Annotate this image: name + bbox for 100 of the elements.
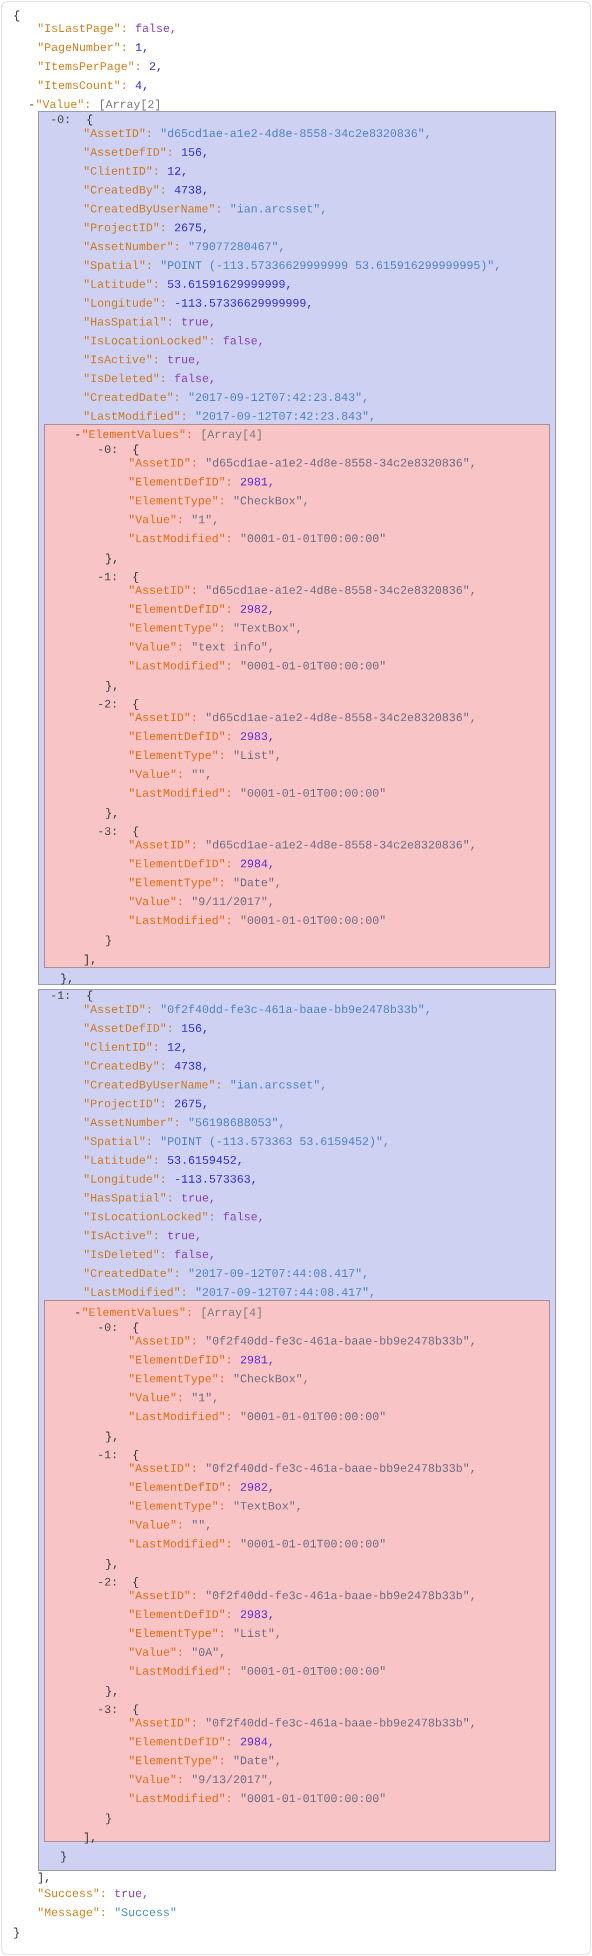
property-value: "0001-01-01T00:00:00" [241, 1411, 385, 1421]
brace: }, [61, 973, 72, 985]
property-key: "CreatedByUserName": [84, 204, 220, 215]
property-key: "CreatedDate": [84, 392, 178, 402]
array-index: -0: [52, 115, 69, 124]
property-key: "LastModified": [84, 411, 185, 420]
property-key: "AssetID": [84, 128, 150, 138]
property-key: "AssetID": [129, 1590, 195, 1600]
property-key: "ElementType": [129, 1628, 223, 1640]
property-key: "CreatedByUserName": [84, 1080, 220, 1091]
property-value: "d65cd1ae-a1e2-4d8e-8558-34c2e8320836", [206, 712, 474, 724]
property-key: "AssetID": [129, 840, 195, 849]
property-value: 53.6159452, [167, 1156, 241, 1166]
property-value: 2981, [240, 1355, 272, 1366]
property-key: "AssetID": [129, 1336, 195, 1345]
brace: { [133, 826, 139, 838]
property-value: false, [135, 23, 174, 35]
property-value: true, [168, 355, 199, 366]
array-index: -2: [99, 1577, 116, 1586]
property-value: "CheckBox", [234, 1373, 307, 1385]
property-value: 4738, [174, 185, 206, 196]
property-value: "9/13/2017", [192, 1774, 272, 1786]
property-value: 12, [168, 166, 185, 177]
property-value: true, [168, 1231, 199, 1242]
property-value: "d65cd1ae-a1e2-4d8e-8558-34c2e8320836", [161, 128, 429, 140]
brace: }, [106, 680, 117, 692]
brace: { [133, 1577, 139, 1589]
property-key: "CreatedBy": [84, 185, 164, 196]
array-panel [44, 1300, 550, 1844]
property-key: "ElementValues": [83, 429, 191, 439]
property-key: "IsLocationLocked": [84, 1211, 213, 1221]
property-value: "0A", [192, 1647, 224, 1658]
property-value: 1, [135, 43, 146, 54]
property-key: "Longitude": [84, 1174, 164, 1186]
property-key: "LastModified": [129, 788, 230, 797]
property-key: "ElementType": [129, 877, 223, 889]
property-key: "LastModified": [129, 533, 230, 543]
property-key: "AssetID": [129, 1463, 195, 1472]
property-value: "", [192, 769, 210, 780]
brace: { [133, 1322, 139, 1334]
property-key: "ClientID": [84, 1042, 157, 1051]
property-value: 12, [168, 1042, 185, 1053]
property-value: "TextBox", [234, 1501, 300, 1512]
property-key: "ItemsCount": [38, 80, 125, 90]
property-key: "IsDeleted": [84, 373, 164, 383]
array-index: -3: [99, 827, 116, 835]
property-key: "ElementValues": [83, 1307, 191, 1317]
property-key: "CreatedBy": [84, 1061, 164, 1072]
property-key: "IsLocationLocked": [84, 335, 213, 345]
property-value: "2017-09-12T07:42:23.843", [189, 392, 366, 403]
property-value: false, [174, 1249, 213, 1261]
property-value: "9/11/2017", [192, 896, 272, 908]
property-value: true, [182, 317, 213, 328]
brace: }, [106, 553, 117, 565]
property-key: "Value": [129, 1520, 182, 1529]
collapse-toggle: - [76, 434, 80, 436]
property-value: 2984, [240, 859, 272, 870]
brace: }, [106, 1431, 117, 1443]
property-value: "2017-09-12T07:44:08.417", [196, 1287, 373, 1298]
property-key: "ElementType": [129, 1755, 223, 1767]
property-key: "LastModified": [129, 1666, 230, 1675]
property-key: "IsActive": [84, 354, 157, 364]
property-value: "0f2f40dd-fe3c-461a-baae-bb9e2478b33b", [206, 1718, 474, 1729]
brace: { [14, 10, 20, 22]
property-value: 4738, [174, 1061, 206, 1072]
property-key: "AssetID": [129, 712, 195, 722]
property-value: 2982, [240, 604, 272, 615]
array-length-hint: [Array[4] [202, 1307, 261, 1319]
brace: } [106, 935, 111, 947]
property-key: "Value": [129, 769, 182, 778]
array-index: -0: [99, 1323, 116, 1332]
property-value: "Date", [234, 1755, 279, 1767]
brace: }, [106, 1686, 117, 1698]
property-value: "0001-01-01T00:00:00" [241, 1666, 385, 1675]
property-value: "POINT (-113.573363 53.6159452)", [161, 1136, 387, 1148]
property-key: "ElementDefID": [129, 1736, 230, 1746]
property-key: "Value": [129, 1647, 182, 1656]
brace: { [133, 699, 139, 710]
property-key: "ElementDefID": [129, 858, 230, 868]
property-key: "ElementType": [129, 623, 223, 634]
property-value: "0f2f40dd-fe3c-461a-baae-bb9e2478b33b", [206, 1336, 474, 1347]
property-key: "ElementDefID": [129, 1355, 230, 1364]
property-key: "IsDeleted": [84, 1249, 164, 1259]
property-value: false, [174, 373, 213, 385]
property-value: "text info", [192, 642, 272, 653]
property-value: -113.57336629999999, [176, 298, 311, 309]
property-value: "0f2f40dd-fe3c-461a-baae-bb9e2478b33b", [206, 1590, 474, 1602]
array-length-hint: [Array[4] [202, 429, 261, 441]
property-value: "", [192, 1520, 210, 1531]
property-key: "ElementDefID": [129, 1609, 230, 1619]
brace: ], [38, 1872, 49, 1884]
property-key: "LastModified": [129, 1411, 230, 1421]
property-key: "Longitude": [84, 298, 164, 310]
property-value: "d65cd1ae-a1e2-4d8e-8558-34c2e8320836", [206, 840, 474, 851]
property-key: "LastModified": [129, 915, 230, 925]
property-value: "0001-01-01T00:00:00" [241, 1539, 385, 1548]
property-value: "d65cd1ae-a1e2-4d8e-8558-34c2e8320836", [206, 585, 474, 596]
array-index: -2: [99, 699, 116, 708]
brace: ], [84, 954, 95, 966]
property-key: "Value": [129, 1774, 182, 1784]
